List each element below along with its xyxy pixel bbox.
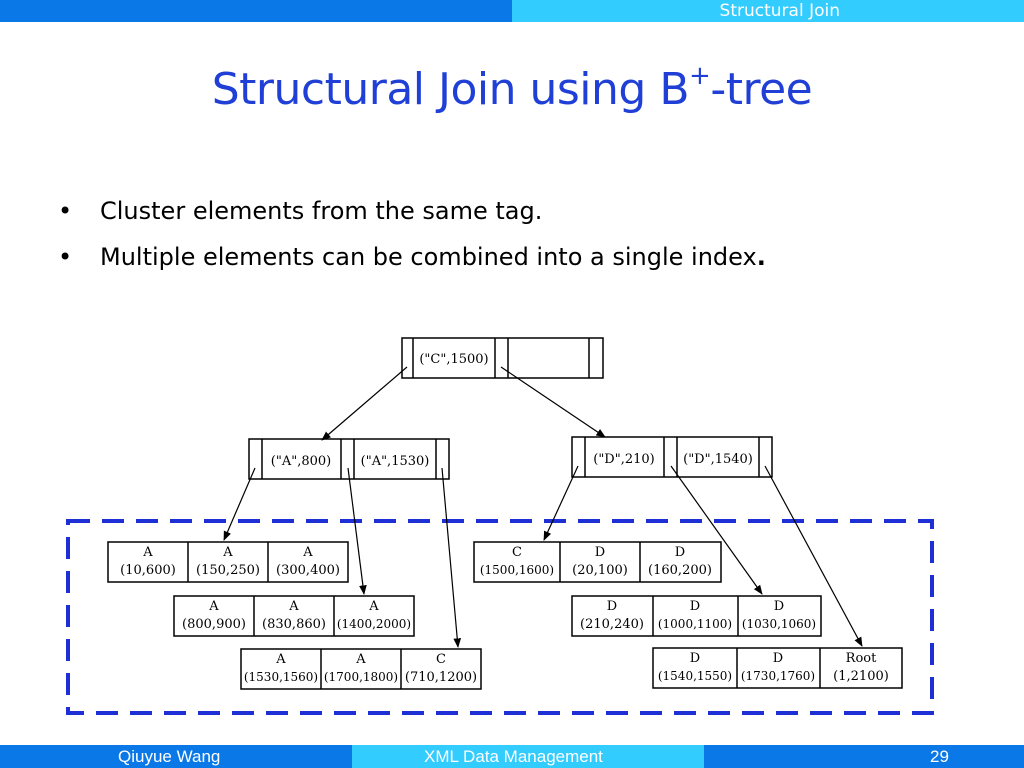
leaf-tag: A [355, 652, 366, 667]
leaf-tag: D [773, 651, 783, 666]
leaf-range: (1400,2000) [337, 617, 411, 631]
leaf-range: (1000,1100) [658, 617, 732, 631]
pointer-arrow [321, 366, 408, 441]
internal-key: ("D",210) [593, 452, 654, 467]
leaf-range: (1540,1550) [658, 669, 732, 683]
footer-bar-middle: XML Data Management [352, 745, 704, 768]
leaf-range: (210,240) [580, 617, 644, 632]
leaf-tag: C [512, 545, 522, 560]
header-bar-left [0, 0, 512, 22]
bullet-dot-icon: • [58, 197, 73, 225]
internal-key: ("D",1540) [683, 452, 753, 467]
leaf-tag: D [690, 651, 700, 666]
leaf-tag: D [774, 599, 784, 614]
leaf-tag: Root [846, 651, 877, 666]
leaf-tag: D [675, 545, 685, 560]
leaf-range: (20,100) [572, 563, 628, 578]
bullet-text: Multiple elements can be combined into a… [100, 243, 757, 271]
bullet-bold-tail: . [756, 243, 766, 271]
footer-page-number: 29 [930, 747, 949, 766]
leaf-node: A (800,900) A (830,860) A (1400,2000) [173, 595, 415, 637]
pointer-arrow [347, 467, 367, 595]
leaf-range: (800,900) [182, 617, 246, 632]
internal-key: ("A",800) [271, 454, 331, 469]
leaf-node: D (210,240) D (1000,1100) D (1030,1060) [571, 595, 822, 637]
leaf-range: (710,1200) [405, 670, 477, 685]
leaf-range: (150,250) [196, 563, 260, 578]
bullet-item: • Cluster elements from the same tag. [58, 188, 766, 234]
footer-course: XML Data Management [424, 747, 603, 766]
leaf-node: A (10,600) A (150,250) A (300,400) [107, 541, 349, 583]
internal-key: ("A",1530) [361, 454, 430, 469]
bullet-text: Cluster elements from the same tag. [100, 197, 543, 225]
pointer-arrow [500, 366, 606, 438]
leaf-tag: A [288, 599, 299, 614]
index-dashed-box [66, 519, 934, 715]
leaf-tag: D [607, 599, 617, 614]
leaf-tag: A [208, 599, 219, 614]
leaf-node: D (1540,1550) D (1730,1760) Root (1,2100… [652, 647, 903, 689]
leaf-range: (1530,1560) [244, 670, 318, 684]
bplus-tree-diagram: ("C",1500) ("A",800) ("A",1530) ("D",210… [66, 337, 934, 715]
leaf-tag: A [368, 599, 379, 614]
title-superscript: + [689, 61, 711, 91]
section-title: Structural Join [719, 1, 840, 21]
leaf-tag: A [142, 545, 153, 560]
bullet-item: • Multiple elements can be combined into … [58, 234, 766, 280]
leaf-node: A (1530,1560) A (1700,1800) C (710,1200) [240, 648, 482, 690]
header-bar-right: Structural Join [512, 0, 1024, 22]
footer-bar-left: Qiuyue Wang [0, 745, 352, 768]
tree-internal-node-d: ("D",210) ("D",1540) [571, 436, 773, 478]
leaf-range: (1030,1060) [742, 617, 816, 631]
leaf-node: C (1500,1600) D (20,100) D (160,200) [473, 541, 722, 583]
leaf-tag: D [690, 599, 700, 614]
bullet-list: • Cluster elements from the same tag. • Mu… [58, 188, 766, 280]
pointer-arrow [764, 465, 863, 647]
slide-title: Structural Join using B+-tree [0, 62, 1024, 118]
leaf-tag: A [302, 545, 313, 560]
leaf-range: (1730,1760) [741, 669, 815, 683]
title-main: Structural Join using B [211, 64, 690, 115]
root-key: ("C",1500) [419, 352, 488, 367]
footer-bar-right: 29 [704, 745, 1024, 768]
pointer-arrow [441, 467, 462, 648]
bullet-dot-icon: • [58, 243, 73, 271]
leaf-range: (1700,1800) [324, 670, 398, 684]
leaf-range: (160,200) [648, 563, 712, 578]
pointer-arrow [670, 465, 763, 595]
leaf-range: (10,600) [120, 563, 176, 578]
leaf-tag: D [595, 545, 605, 560]
pointer-arrow [543, 465, 579, 541]
leaf-tag: C [436, 652, 446, 667]
leaf-range: (300,400) [276, 563, 340, 578]
pointer-arrow [223, 467, 256, 541]
leaf-range: (1500,1600) [480, 563, 554, 577]
leaf-tag: A [275, 652, 286, 667]
leaf-range: (1,2100) [833, 669, 889, 684]
leaf-range: (830,860) [262, 617, 326, 632]
title-tail: -tree [710, 64, 813, 115]
tree-root-node: ("C",1500) [401, 337, 604, 379]
leaf-tag: A [222, 545, 233, 560]
footer-author: Qiuyue Wang [118, 747, 221, 766]
